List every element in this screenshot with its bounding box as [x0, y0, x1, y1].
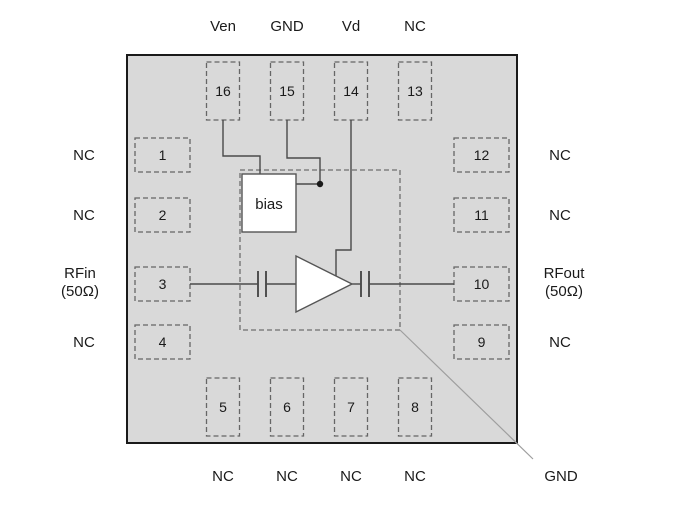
pin-label-16: Ven — [210, 18, 236, 35]
package-outline — [126, 54, 518, 444]
pin-label-10-impedance: (50Ω) — [545, 283, 583, 300]
amplifier-icon — [295, 254, 354, 314]
pin-pad-7 — [333, 377, 369, 437]
pin-number-14: 14 — [343, 83, 359, 99]
pin-number-8: 8 — [411, 399, 419, 415]
bias-label: bias — [255, 196, 283, 213]
pin-label-3-impedance: (50Ω) — [61, 283, 99, 300]
pin-label-10: RFout — [544, 265, 586, 282]
pin-label-11: NC — [549, 207, 571, 224]
pin-pad-2 — [134, 197, 191, 233]
pin-number-13: 13 — [407, 83, 423, 99]
pin-number-5: 5 — [219, 399, 227, 415]
pin-pad-11 — [453, 197, 510, 233]
paddle-callout-line — [399, 329, 534, 460]
pin-number-10: 10 — [474, 276, 490, 292]
pin-pad-13 — [397, 61, 433, 121]
pin-label-15: GND — [270, 18, 304, 35]
output-capacitor-icon — [360, 271, 370, 297]
pin-label-8: NC — [404, 468, 426, 485]
pin-label-9: NC — [549, 334, 571, 351]
pin-pad-9 — [453, 324, 510, 360]
gnd-pin-wire — [286, 120, 321, 184]
pin-number-11: 11 — [474, 207, 489, 223]
pin-label-1: NC — [73, 147, 95, 164]
pin-pad-12 — [453, 137, 510, 173]
pin-number-7: 7 — [347, 399, 355, 415]
pin-label-12: NC — [549, 147, 571, 164]
pin-label-3: RFin — [64, 265, 96, 282]
vd-wire — [335, 120, 352, 276]
paddle-label: GND — [544, 468, 578, 485]
pin-number-3: 3 — [159, 276, 167, 292]
pin-pad-1 — [134, 137, 191, 173]
pin-number-16: 16 — [215, 83, 231, 99]
pin-number-4: 4 — [159, 334, 167, 350]
pin-pad-4 — [134, 324, 191, 360]
pin-number-12: 12 — [474, 147, 490, 163]
pin-pad-5 — [205, 377, 241, 437]
pin-label-4: NC — [73, 334, 95, 351]
pin-number-15: 15 — [279, 83, 295, 99]
pin-label-7: NC — [340, 468, 362, 485]
pin-number-9: 9 — [478, 334, 486, 350]
input-capacitor-icon — [257, 271, 267, 297]
pin-number-2: 2 — [159, 207, 167, 223]
pin-pad-6 — [269, 377, 305, 437]
pin-label-2: NC — [73, 207, 95, 224]
ven-wire — [222, 120, 261, 174]
ground-junction-dot — [316, 180, 324, 188]
pin-label-5: NC — [212, 468, 234, 485]
pin-label-13: NC — [404, 18, 426, 35]
bias-box — [241, 173, 297, 233]
pin-number-6: 6 — [283, 399, 291, 415]
pin-number-1: 1 — [159, 147, 167, 163]
pin-pad-8 — [397, 377, 433, 437]
pin-label-14: Vd — [342, 18, 360, 35]
pin-label-6: NC — [276, 468, 298, 485]
